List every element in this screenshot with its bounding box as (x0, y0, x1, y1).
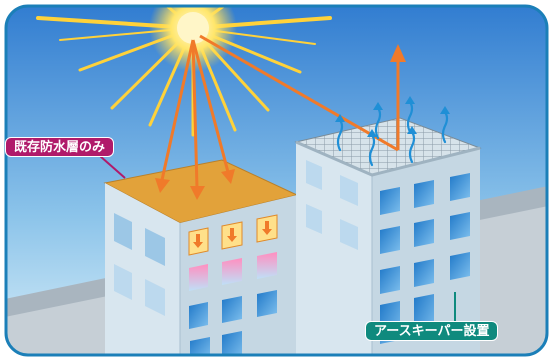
up-arrow-icon (199, 34, 406, 152)
label-existing-waterproof-only: 既存防水層のみ (5, 137, 115, 157)
up-arrow-icon (336, 100, 449, 167)
label-earth-keeper-installed: アースキーパー設置 (365, 321, 499, 341)
down-arrow-icon (155, 39, 235, 200)
callout-pointer-left (99, 155, 126, 179)
down-arrow-icon (193, 221, 272, 248)
up-arrow-icon (335, 96, 450, 137)
building-right (294, 117, 482, 355)
building-left (103, 159, 299, 355)
diagram-frame (4, 4, 549, 357)
